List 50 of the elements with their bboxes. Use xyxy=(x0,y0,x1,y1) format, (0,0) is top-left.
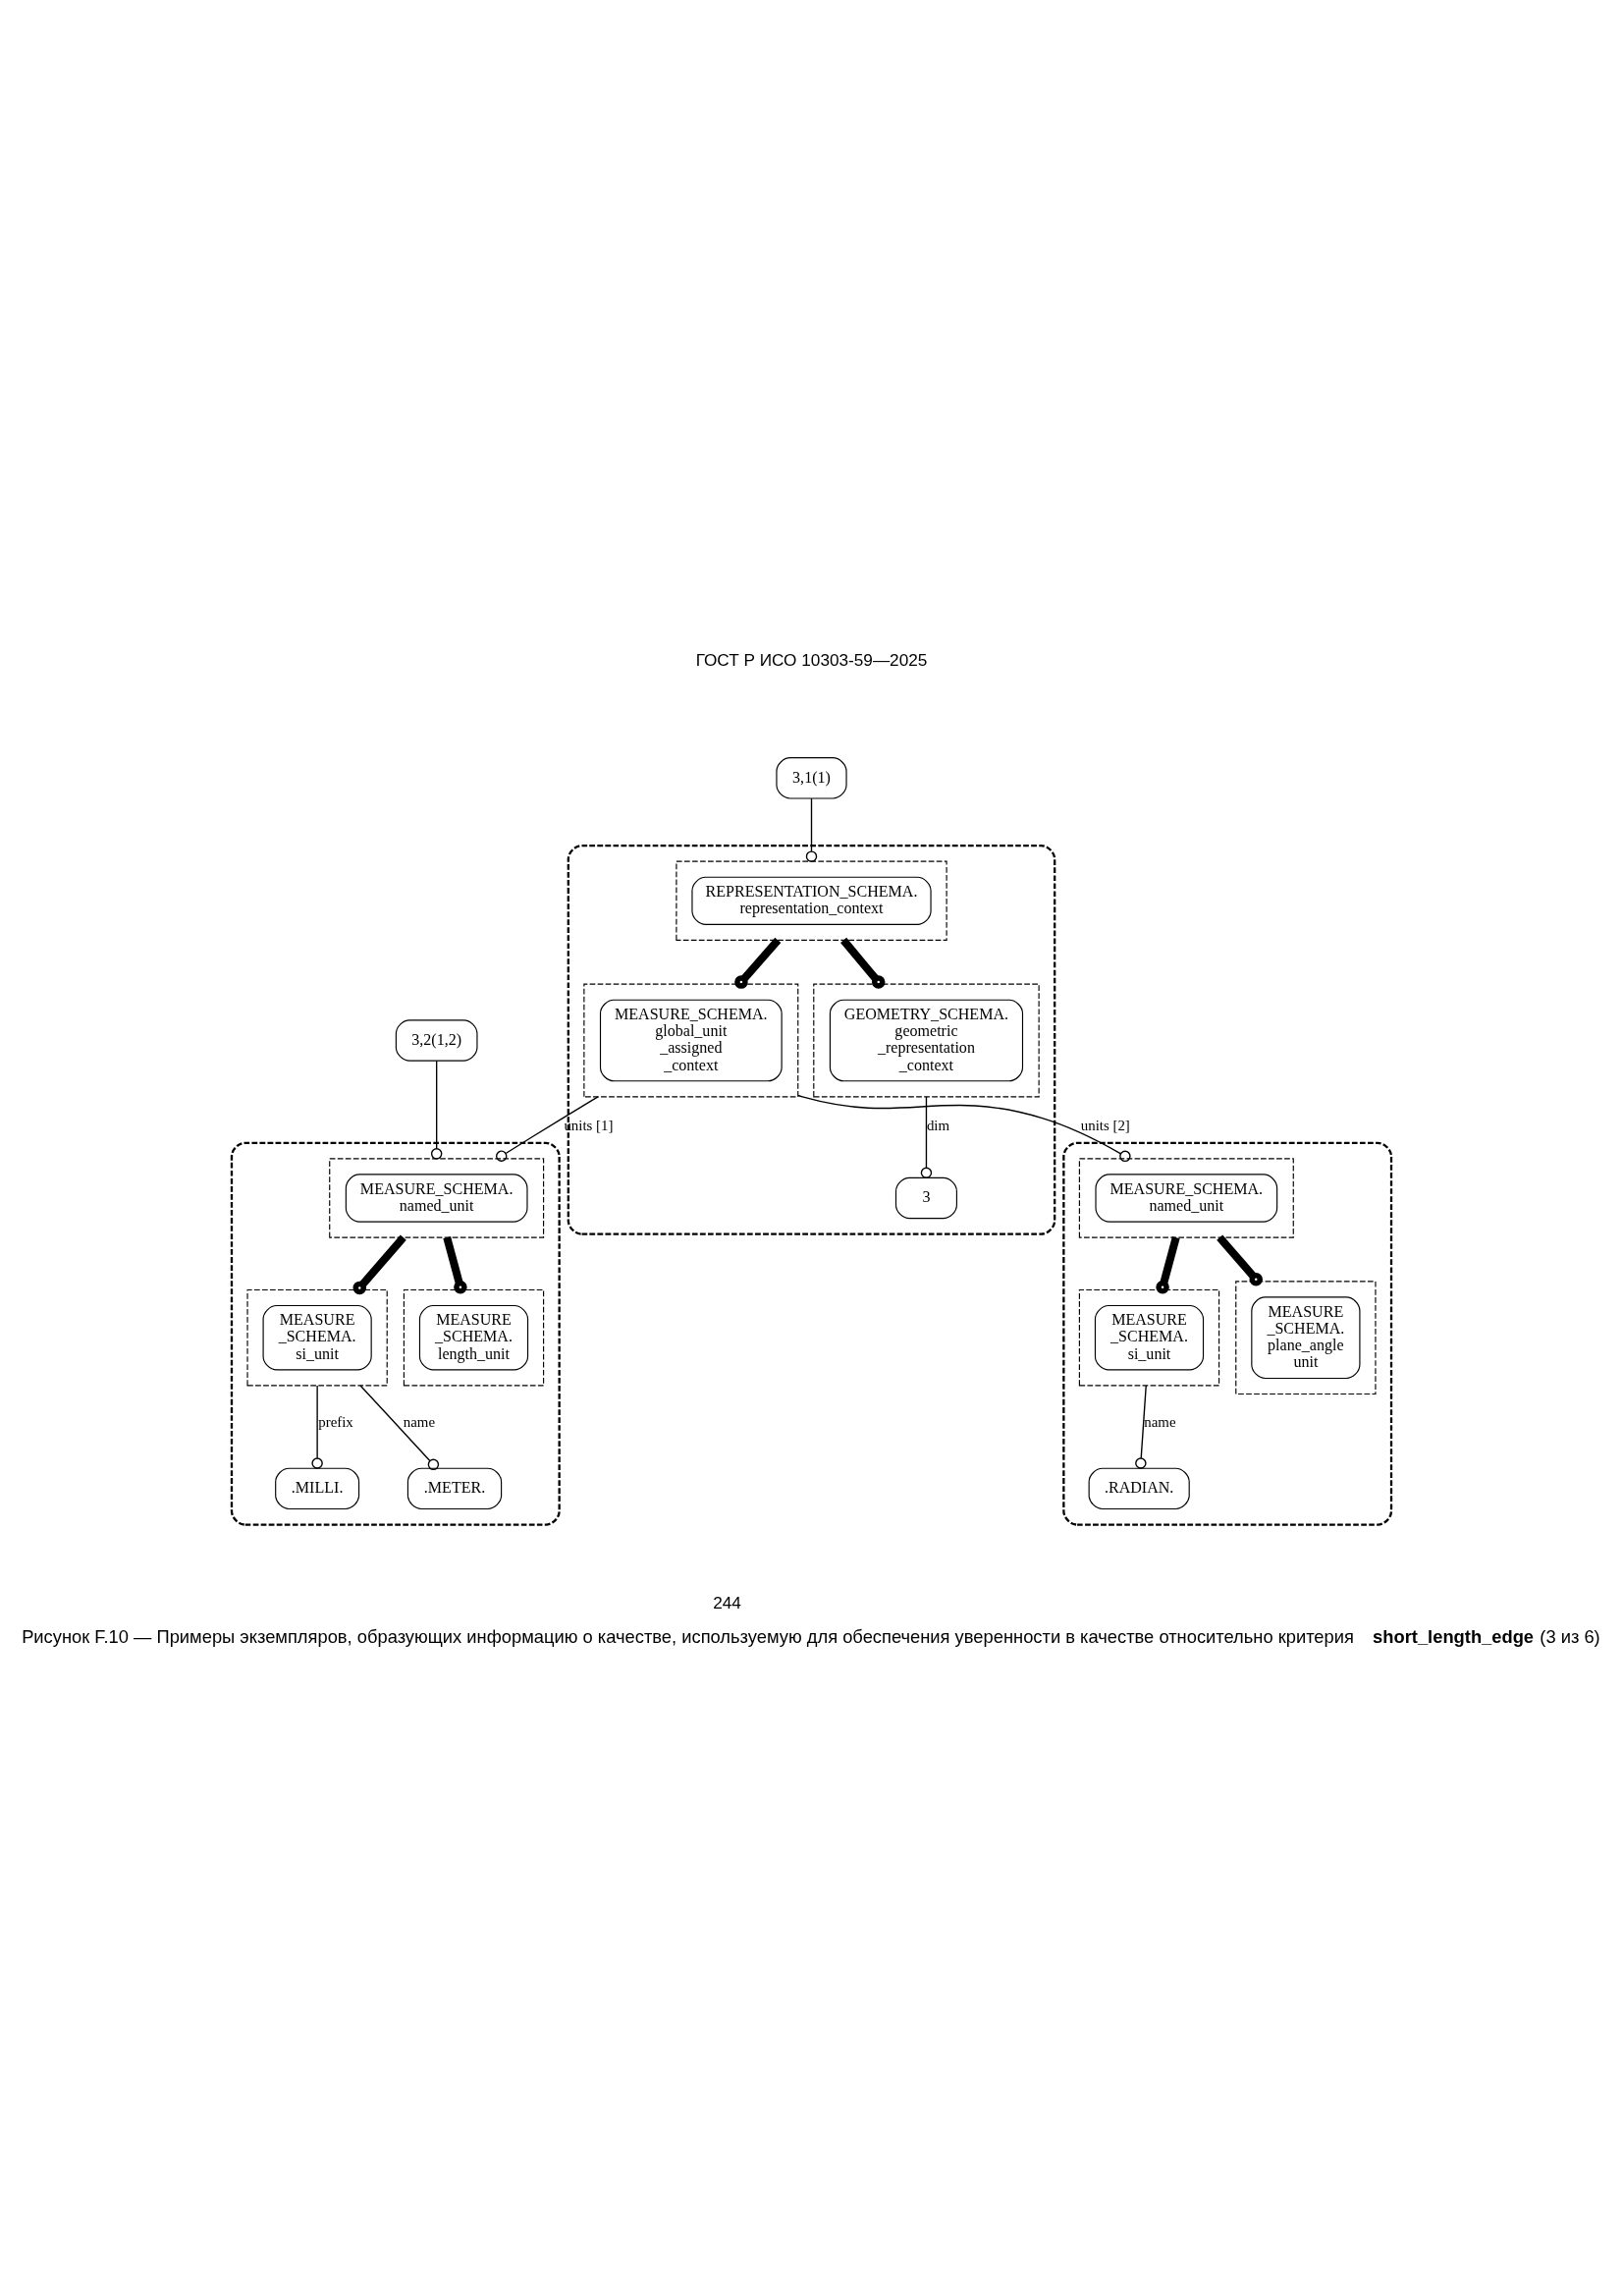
cluster xyxy=(567,845,1056,1235)
node-box: 3,1(1) xyxy=(776,757,847,799)
cluster xyxy=(676,860,947,942)
node-box: REPRESENTATION_SCHEMA. representation_context xyxy=(691,876,932,925)
node-box: MEASURE _SCHEMA. si_unit xyxy=(262,1304,372,1371)
caption: Рисунок F.10 — Примеры экземпляров, образующих информацию о качестве, используемую для обеспечения уверенности в качестве относительно критерия short_length_edge (3 из 6) xyxy=(22,1625,1600,1647)
connector xyxy=(1135,1385,1147,1469)
connector xyxy=(805,797,818,862)
connector xyxy=(443,1236,467,1294)
cluster xyxy=(1235,1281,1377,1395)
connector xyxy=(496,1096,599,1162)
connector xyxy=(920,1096,933,1178)
connector xyxy=(352,1234,406,1295)
connector xyxy=(1156,1236,1180,1294)
cluster xyxy=(1078,1288,1220,1387)
cluster xyxy=(1078,1158,1294,1238)
node-box: MEASURE _SCHEMA. si_unit xyxy=(1094,1304,1205,1371)
connector xyxy=(311,1385,323,1469)
connector xyxy=(1217,1234,1263,1286)
cluster xyxy=(230,1141,561,1526)
connector xyxy=(797,1094,1131,1163)
connector xyxy=(430,1060,443,1160)
cluster xyxy=(246,1288,388,1387)
node-box: .RADIAN. xyxy=(1088,1467,1190,1510)
node-box: GEOMETRY_SCHEMA. geometric _representation _context xyxy=(829,999,1024,1082)
node-box: MEASURE_SCHEMA. named_unit xyxy=(345,1174,528,1223)
node-box: MEASURE _SCHEMA. length_unit xyxy=(418,1304,529,1371)
label: ГОСТ Р ИСО 10303-59—2025 xyxy=(695,650,928,671)
cluster xyxy=(1062,1141,1393,1526)
cluster xyxy=(813,983,1040,1098)
edge-label: name xyxy=(1144,1414,1176,1431)
cluster xyxy=(329,1158,545,1238)
edge-label: units [2] xyxy=(1080,1117,1130,1133)
connector xyxy=(734,937,782,989)
connector xyxy=(359,1385,440,1471)
node-box: MEASURE _SCHEMA. plane_angle unit xyxy=(1251,1296,1361,1380)
node-box: .METER. xyxy=(406,1467,503,1510)
node-box: MEASURE_SCHEMA. named_unit xyxy=(1095,1174,1278,1223)
node-box: MEASURE_SCHEMA. global_unit _assigned _context xyxy=(599,999,783,1082)
edge-label: units [1] xyxy=(564,1117,614,1133)
connector xyxy=(840,937,886,989)
label: 244 xyxy=(713,1592,741,1613)
edge-label: prefix xyxy=(318,1414,353,1431)
node-box: 3 xyxy=(894,1176,957,1220)
cluster xyxy=(583,983,799,1098)
cluster xyxy=(403,1288,545,1387)
edge-label: name xyxy=(403,1414,436,1431)
edge-label: dim xyxy=(926,1117,950,1133)
node-box: .MILLI. xyxy=(275,1467,360,1510)
node-box: 3,2(1,2) xyxy=(395,1019,478,1062)
